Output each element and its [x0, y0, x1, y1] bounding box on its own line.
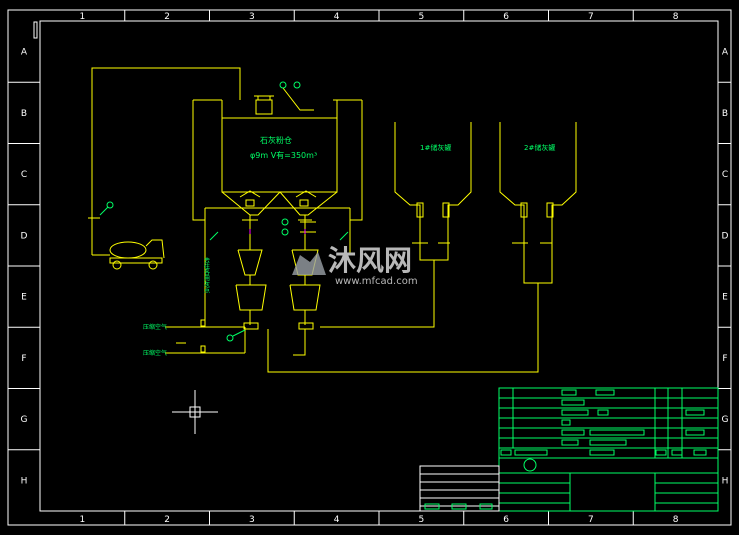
main-silo-right-wall [350, 100, 363, 221]
frame-row-label: H [21, 476, 28, 486]
revision-table-footer [424, 503, 493, 510]
frame-column-label: 7 [588, 515, 594, 525]
frame-row-label: B [722, 109, 728, 119]
drawing-frame [7, 9, 732, 526]
valve-markers [88, 199, 552, 353]
frame-column-label: 4 [334, 12, 340, 22]
frame-row-label: H [722, 476, 729, 486]
watermark-brand: 沐风网 [328, 244, 412, 277]
logo-icon [292, 252, 326, 275]
frame-row-labels: A A B B C C D D E E F F G G H H [21, 48, 729, 487]
frame-row-label: D [722, 231, 729, 241]
storage-silo-1 [394, 122, 472, 261]
truck-feed-line [91, 67, 241, 255]
pump-left-lower [235, 284, 267, 311]
frame-row-label: E [722, 293, 728, 303]
watermark-url: www.mfcad.com [335, 276, 418, 287]
tanker-truck-icon [92, 239, 165, 270]
frame-column-label: 3 [249, 515, 255, 525]
frame-column-label: 7 [588, 12, 594, 22]
frame-column-labels: 1 1 2 2 3 3 4 4 5 5 6 6 7 7 8 8 [80, 12, 679, 525]
frame-row-label: D [21, 231, 28, 241]
pump-right-lower [289, 284, 321, 311]
line-to-silo-2 [267, 283, 539, 373]
frame-row-label: E [21, 293, 27, 303]
frame-column-label: 2 [164, 12, 170, 22]
silo-top-filter [255, 99, 273, 115]
frame-row-label: G [722, 415, 729, 425]
vertical-note: 去往各用灰点 [203, 256, 210, 294]
silo-1-label: 1#储灰罐 [420, 143, 451, 152]
frame-column-label: 1 [80, 12, 86, 22]
frame-row-label: F [722, 354, 727, 364]
frame-row-label: G [21, 415, 28, 425]
frame-row-label: C [21, 170, 27, 180]
frame-column-label: 6 [503, 515, 509, 525]
frame-column-label: 2 [164, 515, 170, 525]
process-diagram [88, 67, 577, 373]
crosshair-cursor-icon [172, 390, 218, 434]
viewport-marker [33, 21, 38, 39]
title-block [498, 387, 719, 512]
air-inlet-label-1: 压缩空气 [143, 323, 167, 331]
silo-2-label: 2#储灰罐 [524, 143, 555, 152]
frame-column-label: 6 [503, 12, 509, 22]
pump-left-upper [237, 249, 263, 276]
frame-column-label: 4 [334, 515, 340, 525]
revision-table [419, 465, 500, 512]
frame-column-label: 8 [673, 12, 679, 22]
frame-row-label: B [21, 109, 27, 119]
storage-silo-2 [499, 122, 577, 284]
frame-row-label: A [21, 48, 28, 58]
line-to-silo-1 [320, 260, 435, 328]
frame-row-label: F [21, 354, 26, 364]
frame-row-label: A [722, 48, 729, 58]
main-silo-cones [221, 191, 338, 216]
frame-column-label: 1 [80, 515, 86, 525]
frame-column-label: 5 [419, 12, 425, 22]
watermark: 沐风网 www.mfcad.com [292, 244, 418, 287]
frame-row-label: C [722, 170, 728, 180]
main-silo-label: 石灰粉仓 [260, 135, 292, 145]
frame-column-label: 8 [673, 515, 679, 525]
main-silo-spec: φ9m V有=350m³ [250, 150, 317, 160]
instrument-markers [99, 81, 349, 342]
pipe-markers [249, 229, 306, 234]
frame-column-label: 3 [249, 12, 255, 22]
frame-column-label: 5 [419, 515, 425, 525]
air-inlet-label-2: 压缩空气 [143, 349, 167, 357]
main-silo-left-wall [192, 100, 205, 221]
